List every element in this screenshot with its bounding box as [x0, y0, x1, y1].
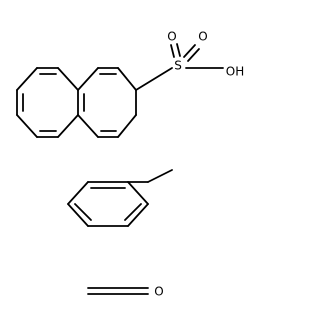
sulfur-label: S [174, 59, 182, 73]
bond [57, 67, 79, 91]
bond [117, 67, 137, 91]
bond [77, 67, 99, 91]
bond [135, 67, 173, 91]
hydroxyl-label: OH [226, 65, 244, 79]
oxygen-label: O [198, 30, 207, 44]
naphthalenesulfonic-acid-structure: S O O OH [16, 30, 244, 138]
oxygen-label: O [154, 285, 163, 299]
double-bond [183, 44, 196, 58]
bond [117, 114, 137, 138]
bond [127, 181, 149, 205]
bond [16, 67, 38, 91]
bond [67, 203, 89, 227]
structure-canvas: S O O OH O [16, 30, 244, 299]
bond [127, 203, 149, 227]
double-bond [187, 48, 200, 62]
double-bond-inner [74, 203, 92, 221]
double-bond [170, 44, 175, 58]
double-bond [176, 43, 181, 57]
bond [77, 114, 99, 138]
methyl-bond [147, 169, 173, 183]
toluene-structure [67, 169, 173, 227]
bond [67, 181, 89, 205]
oxygen-label: O [167, 30, 176, 44]
bond [16, 114, 38, 138]
double-bond-inner [124, 203, 142, 221]
bond [57, 114, 79, 138]
formaldehyde-structure: O [87, 285, 164, 299]
